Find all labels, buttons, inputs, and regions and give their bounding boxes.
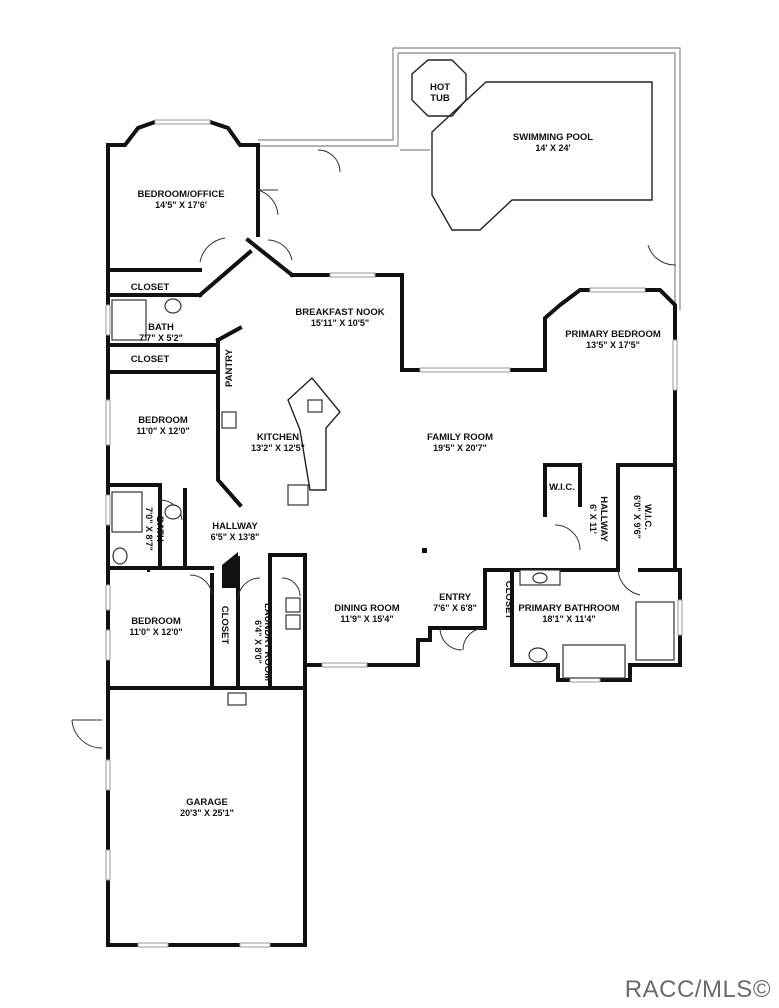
hallway-mid-label: HALLWAY: [598, 496, 609, 542]
doors: [71, 149, 677, 749]
room-labels: HOT TUB SWIMMING POOL 14' X 24' BEDROOM/…: [129, 82, 661, 818]
family-room-label: FAMILY ROOM: [427, 432, 493, 443]
dining-room-label: DINING ROOM: [334, 603, 400, 614]
column-dot: [422, 548, 427, 553]
bedroom2-dim: 11'0" X 12'0": [136, 426, 189, 436]
kitchen-dim: 13'2" X 12'5": [251, 443, 305, 453]
wic1-label: W.I.C.: [549, 482, 575, 493]
laundry-label: LAUNDRY ROOM: [262, 603, 273, 681]
closet2-label: CLOSET: [131, 354, 170, 365]
swimming-pool: [431, 81, 653, 231]
dining-room-dim: 11'9" X 15'4": [340, 614, 393, 624]
garage-dim: 20'3" X 25'1": [180, 808, 234, 818]
watermark: RACC/MLS©: [624, 976, 771, 1003]
bath1-dim: 7'7" X 5'2": [139, 333, 183, 343]
pool-dim: 14' X 24': [535, 143, 570, 153]
pool-label: SWIMMING POOL: [513, 132, 593, 143]
hot-tub: [411, 59, 467, 117]
hallway-mid-dim: 6' X 11': [588, 504, 598, 534]
closet3-label: CLOSET: [219, 606, 230, 645]
hallway-main-dim: 6'5" X 13'8": [211, 532, 260, 542]
column-dot: [147, 567, 150, 572]
wall-column: [222, 552, 238, 588]
laundry-dim: 6'4" X 8'0": [253, 620, 263, 664]
hot-tub-label-2: TUB: [430, 93, 450, 104]
primary-bedroom-label: PRIMARY BEDROOM: [565, 329, 661, 340]
interior-walls: [106, 249, 677, 690]
bedroom-office-label: BEDROOM/OFFICE: [137, 189, 224, 200]
bedroom2-label: BEDROOM: [138, 415, 188, 426]
fixtures: [111, 298, 675, 706]
primary-bathroom-dim: 18'1" X 11'4": [542, 614, 595, 624]
bath2-dim: 7'0" X 8'7": [144, 507, 154, 551]
bath2-label: BATH: [154, 516, 165, 542]
bath1-label: BATH: [148, 322, 174, 333]
closet-entry-label: CLOSET: [503, 581, 514, 620]
bedroom-office-dim: 14'5" X 17'6': [155, 200, 207, 210]
bedroom3-dim: 11'0" X 12'0": [129, 627, 182, 637]
wic2-dim: 6'0" X 9'6": [632, 495, 642, 539]
primary-bedroom-dim: 13'5" X 17'5": [586, 340, 640, 350]
kitchen-label: KITCHEN: [257, 432, 299, 443]
breakfast-nook-dim: 15'11" X 10'5": [311, 318, 369, 328]
primary-bathroom-label: PRIMARY BATHROOM: [518, 603, 619, 614]
lanai-deck: [258, 47, 681, 310]
windows: [105, 119, 683, 948]
entry-dim: 7'6" X 6'8": [433, 603, 477, 613]
bedroom3-label: BEDROOM: [131, 616, 181, 627]
hot-tub-label: HOT: [430, 82, 450, 93]
breakfast-nook-label: BREAKFAST NOOK: [295, 307, 384, 318]
pantry-label: PANTRY: [224, 348, 235, 387]
family-room-dim: 19'5" X 20'7": [433, 443, 487, 453]
entry-label: ENTRY: [439, 592, 472, 603]
kitchen-island: [287, 376, 341, 491]
closet1-label: CLOSET: [131, 282, 170, 293]
hallway-main-label: HALLWAY: [212, 521, 258, 532]
wic2-label: W.I.C.: [642, 504, 653, 530]
garage-label: GARAGE: [186, 797, 228, 808]
